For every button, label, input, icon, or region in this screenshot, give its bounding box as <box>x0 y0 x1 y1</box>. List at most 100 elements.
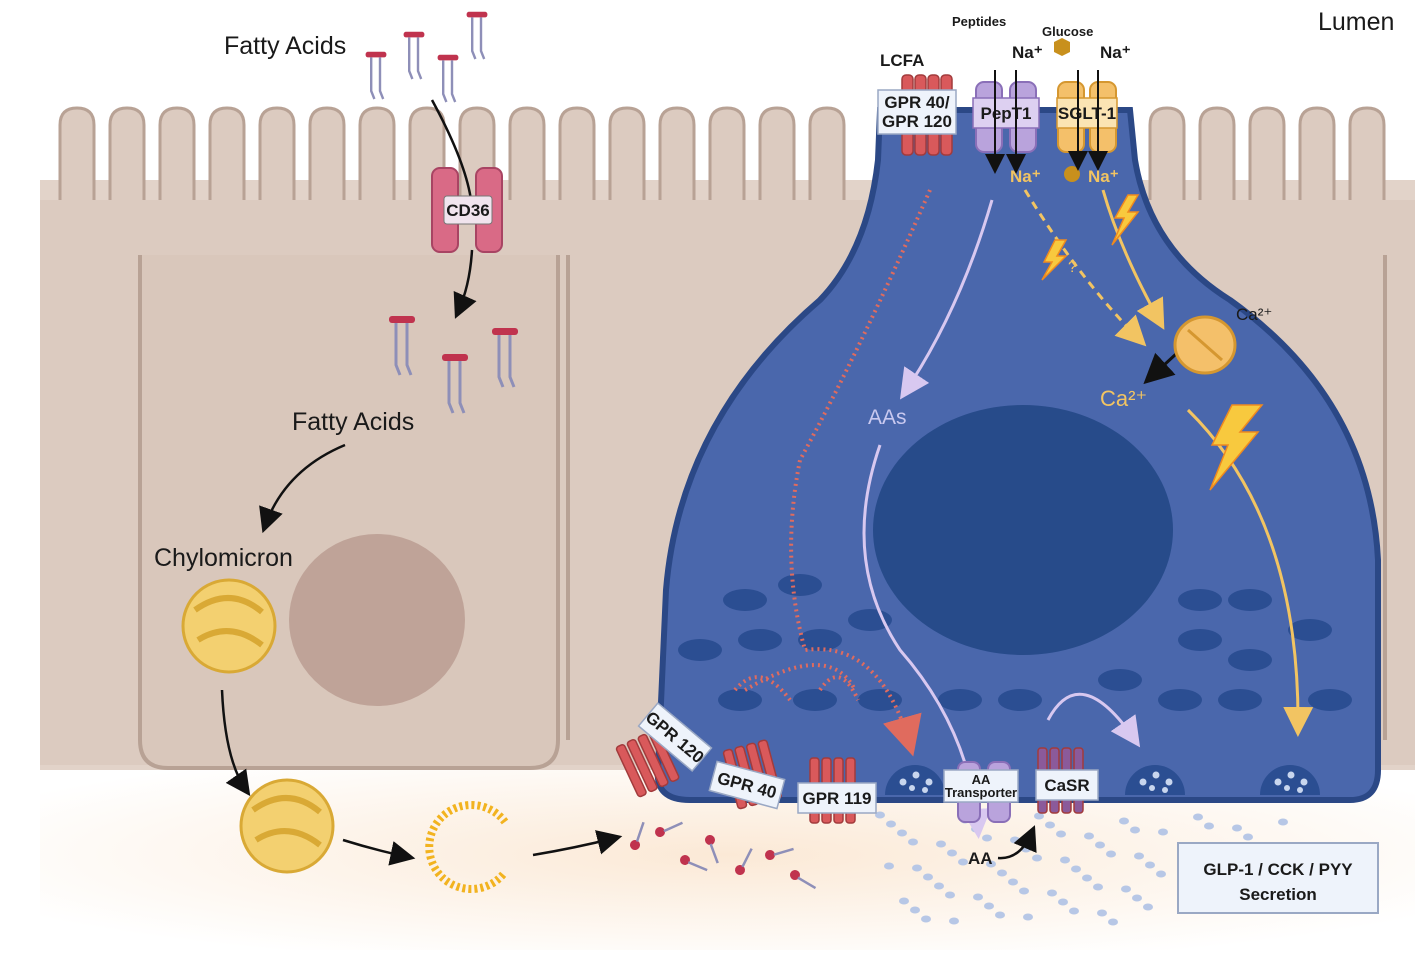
fatty-acid <box>365 51 387 100</box>
fatty-acid-molecules <box>365 11 817 890</box>
hormone-dot <box>921 915 931 923</box>
secretion-box: GLP-1 / CCK / PYY Secretion <box>1177 842 1379 914</box>
eec-nucleus <box>873 405 1173 655</box>
na-sglt1-top-label: Na⁺ <box>1100 43 1131 62</box>
hormone-dot <box>910 906 920 914</box>
granule <box>1228 649 1272 671</box>
enteroendocrine-cell <box>654 107 1381 926</box>
gpr40-120-label-2: GPR 120 <box>882 112 952 131</box>
hormone-dot <box>1056 830 1066 838</box>
peptides-label: Peptides <box>952 14 1006 29</box>
glucose-label: Glucose <box>1042 24 1093 39</box>
hormone-dot <box>1045 821 1055 829</box>
hormone-dot <box>1108 918 1118 926</box>
granule <box>738 629 782 651</box>
hormone-dot <box>1193 813 1203 821</box>
hormone-dot <box>1156 870 1166 878</box>
aa-label: AA <box>968 849 993 868</box>
hormone-dot <box>1047 889 1057 897</box>
enterocyte-nucleus <box>289 534 465 706</box>
hormone-dot <box>1106 850 1116 858</box>
na-pept1-top-label: Na⁺ <box>1012 43 1043 62</box>
granule <box>723 589 767 611</box>
granule <box>1288 619 1332 641</box>
lcfa-label: LCFA <box>880 51 924 70</box>
free-fatty-acid <box>790 870 817 890</box>
ca-outside-label: Ca²⁺ <box>1236 305 1272 324</box>
granule <box>1098 669 1142 691</box>
hormone-dot <box>984 902 994 910</box>
hormone-dot <box>934 882 944 890</box>
hormone-dot <box>997 869 1007 877</box>
granule <box>793 689 837 711</box>
hormone-dot <box>875 811 885 819</box>
hormone-dot <box>1121 885 1131 893</box>
na-pept1-inside-label: Na⁺ <box>1010 167 1041 186</box>
aa-transporter-label-2: Transporter <box>945 785 1017 800</box>
hormone-dot <box>923 873 933 881</box>
hormone-dot <box>1145 861 1155 869</box>
hormone-dot <box>986 860 996 868</box>
hormone-dot <box>947 849 957 857</box>
hormone-dot <box>1082 874 1092 882</box>
released-hormones <box>875 811 1288 926</box>
chylomicron-label: Chylomicron <box>154 544 293 572</box>
hormone-dot <box>886 820 896 828</box>
granule <box>1308 689 1352 711</box>
fatty-acid <box>403 31 425 80</box>
hormone-dot <box>908 838 918 846</box>
hormone-dot <box>936 840 946 848</box>
hormone-dot <box>949 917 959 925</box>
secretory-vesicles <box>885 765 1320 795</box>
hormone-dot <box>1204 822 1214 830</box>
ca-inside-label: Ca²⁺ <box>1100 386 1147 411</box>
secretion-label-1: GLP-1 / CCK / PYY <box>1203 860 1353 879</box>
hormone-dot <box>1097 909 1107 917</box>
chylomicron-particles <box>181 578 509 893</box>
granule <box>1178 629 1222 651</box>
aas-label: AAs <box>868 406 907 429</box>
hormone-dot <box>1060 856 1070 864</box>
fatty-acid <box>437 54 459 103</box>
granule <box>678 639 722 661</box>
granule <box>1218 689 1262 711</box>
hormone-dot <box>982 834 992 842</box>
hormone-dot <box>884 862 894 870</box>
granule <box>778 574 822 596</box>
cd36-label: CD36 <box>446 201 489 220</box>
question-label: ? <box>1068 259 1077 276</box>
fatty-acids-mid-label: Fatty Acids <box>292 408 414 436</box>
calcium-channel <box>1173 315 1237 375</box>
hormone-dot <box>995 911 1005 919</box>
hormone-dot <box>1095 841 1105 849</box>
free-fatty-acid <box>680 855 708 872</box>
granule <box>938 689 982 711</box>
hormone-dot <box>1008 878 1018 886</box>
hormone-dot <box>945 891 955 899</box>
hormone-dot <box>973 893 983 901</box>
hormone-dot <box>1243 833 1253 841</box>
fatty-acids-top-label: Fatty Acids <box>224 32 346 60</box>
hormone-dot <box>912 864 922 872</box>
hormone-dot <box>1069 907 1079 915</box>
aa-transporter-label-1: AA <box>972 772 991 787</box>
fatty-acid <box>442 354 468 414</box>
hormone-dot <box>1084 832 1094 840</box>
fatty-acid <box>466 11 488 60</box>
granule <box>718 689 762 711</box>
hormone-dot <box>1158 828 1168 836</box>
granule <box>1158 689 1202 711</box>
hormone-dot <box>1134 852 1144 860</box>
hormone-dot <box>1010 836 1020 844</box>
hormone-dot <box>958 858 968 866</box>
na-sglt1-inside-label: Na⁺ <box>1088 167 1119 186</box>
casr-label: CaSR <box>1044 776 1089 795</box>
apical-receptors: GPR 40/ GPR 120 PepT1 SGLT-1 <box>877 38 1118 182</box>
fatty-acid <box>492 328 518 388</box>
gpr40-120-label-1: GPR 40/ <box>884 93 949 112</box>
hormone-dot <box>1130 826 1140 834</box>
hormone-dot <box>1143 903 1153 911</box>
granule <box>858 689 902 711</box>
gpr119-label: GPR 119 <box>803 789 872 808</box>
